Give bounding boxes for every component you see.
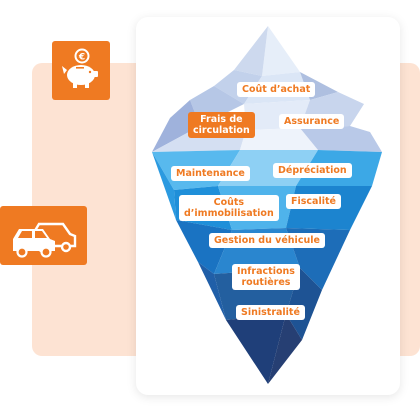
- tag-maintenance: Maintenance: [171, 166, 250, 181]
- tag-sinistralite: Sinistralité: [236, 305, 305, 320]
- piggy-bank-tile: €: [52, 41, 110, 100]
- cars-icon: [12, 222, 76, 258]
- tag-assurance: Assurance: [279, 114, 345, 129]
- tag-infractions-routieres: Infractions routières: [232, 264, 300, 290]
- tag-gestion-vehicule: Gestion du véhicule: [209, 233, 325, 248]
- tag-depreciation: Dépréciation: [273, 163, 352, 178]
- tag-frais-circulation: Frais de circulation: [188, 112, 255, 138]
- tag-fiscalite: Fiscalité: [286, 194, 341, 209]
- svg-text:€: €: [78, 52, 85, 62]
- piggy-bank-euro-icon: €: [62, 48, 98, 88]
- cars-tile: [0, 206, 87, 265]
- tag-couts-immobilisation: Coûts d’immobilisation: [179, 195, 279, 221]
- tag-cout-achat: Coût d’achat: [237, 82, 316, 97]
